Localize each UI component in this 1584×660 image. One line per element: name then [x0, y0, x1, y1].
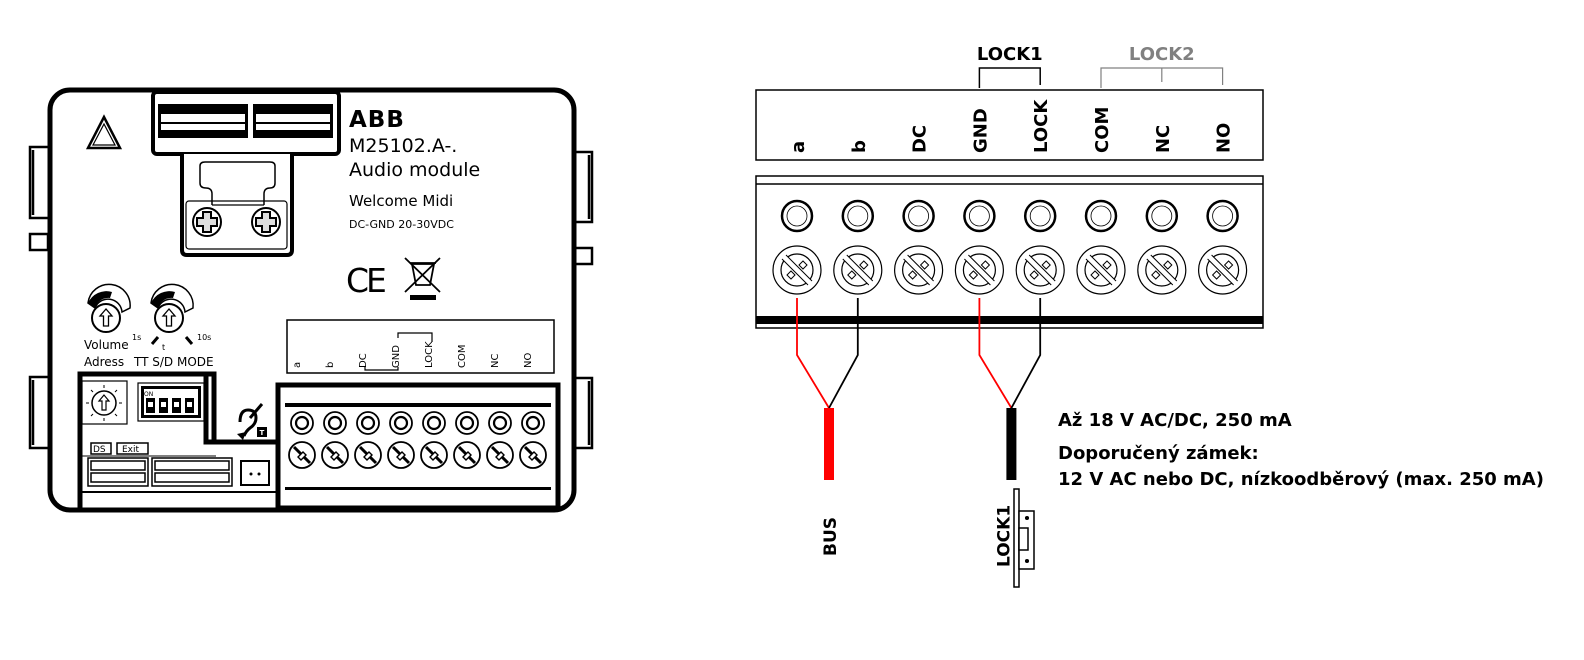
wiring-terminal[interactable]	[1015, 199, 1065, 295]
module-terminal-label: COM	[457, 345, 468, 368]
wiring-terminal-label: NC	[1153, 125, 1174, 153]
wiring-terminal-label: a	[788, 141, 809, 153]
door-lock-icon	[1013, 488, 1035, 588]
side-clips-left	[28, 145, 50, 450]
wiring-terminal-label: COM	[1092, 107, 1113, 153]
wiring-detail: LOCK1 LOCK2 a b DC GND LOCK COM NC NO BUS LOCK1	[755, 44, 1264, 588]
terminal-label-strip	[286, 319, 555, 374]
wiring-terminal-label: LOCK	[1031, 99, 1052, 153]
wiring-terminal-label: b	[849, 140, 870, 153]
wiring-terminal[interactable]	[893, 199, 944, 295]
warning-triangle-icon	[85, 114, 123, 150]
module-terminal[interactable]	[486, 411, 514, 469]
module-terminal[interactable]	[321, 411, 349, 469]
timer-knob[interactable]	[150, 283, 194, 345]
wiring-terminal[interactable]	[772, 199, 822, 295]
terminal-group-lock1: LOCK1	[977, 44, 1043, 88]
cable-lock1: LOCK1	[978, 298, 1042, 567]
side-clips-right	[572, 150, 594, 450]
volume-knob[interactable]	[87, 283, 131, 333]
dip-on-label: ON	[144, 391, 153, 398]
weee-bin-icon	[404, 257, 441, 300]
wiring-terminal-label: GND	[970, 108, 991, 153]
tt-mode-label: TT S/D MODE	[133, 355, 214, 369]
module-terminal-label: a	[292, 362, 303, 368]
wiring-terminal[interactable]	[1076, 199, 1126, 295]
module-terminal-label: NC	[490, 354, 501, 368]
gnd-lock-bridge	[397, 332, 433, 342]
group-label: LOCK2	[1129, 44, 1195, 65]
recommended-lock-heading: Doporučený zámek:	[1058, 443, 1259, 464]
module-terminal[interactable]	[519, 411, 547, 469]
module-terminal[interactable]	[453, 411, 481, 469]
address-label: Adress	[84, 355, 124, 369]
audio-module: ABB M25102.A-. Audio module Welcome Midi…	[28, 87, 594, 513]
screw-icon	[251, 207, 281, 237]
module-terminal-label: NO	[523, 353, 534, 368]
address-rotary-switch[interactable]	[81, 380, 128, 425]
wiring-terminal[interactable]	[833, 199, 883, 295]
ce-mark: CE	[346, 261, 385, 300]
cable-sheath	[1006, 408, 1017, 480]
recommended-lock-spec: 12 V AC nebo DC, nízkoodběrový (max. 250…	[1058, 469, 1544, 490]
module-terminal[interactable]	[387, 411, 415, 469]
module-terminal[interactable]	[354, 411, 382, 469]
series-name: Welcome Midi	[349, 192, 453, 210]
model-number: M25102.A-.	[349, 135, 457, 157]
dc-gnd-bridge	[364, 367, 399, 371]
supply-voltage: DC-GND 20-30VDC	[349, 218, 454, 231]
module-terminal[interactable]	[420, 411, 448, 469]
dip-switch-block[interactable]: ON	[137, 382, 205, 422]
aux-connector[interactable]	[151, 457, 233, 487]
timer-min-label: 1s	[132, 333, 141, 342]
terminal-group-lock2: LOCK2	[1100, 44, 1224, 88]
cable-sheath	[824, 408, 834, 480]
timer-max-label: 10s	[197, 333, 211, 342]
module-name: Audio module	[349, 159, 480, 181]
module-terminal[interactable]	[288, 411, 316, 469]
wire	[978, 298, 1013, 409]
ds-label: DS	[93, 445, 106, 455]
cable-bus: BUS	[796, 298, 859, 556]
timer-label: t	[162, 343, 165, 352]
wiring-terminal[interactable]	[1197, 199, 1248, 295]
two-pin-connector[interactable]	[240, 460, 270, 486]
volume-label: Volume	[84, 338, 129, 352]
wire	[1010, 298, 1042, 409]
cable-label: LOCK1	[994, 505, 1014, 567]
jumper-bracket	[180, 154, 294, 257]
exit-label: Exit	[122, 445, 140, 455]
wiring-terminal[interactable]	[954, 199, 1005, 295]
lock-rating-note: Až 18 V AC/DC, 250 mA	[1058, 410, 1292, 431]
wire	[828, 298, 859, 409]
wiring-terminal-label: NO	[1214, 123, 1235, 153]
wiring-terminal-block	[755, 175, 1264, 329]
ds-exit-connector[interactable]	[87, 457, 149, 487]
control-panel-outline	[77, 371, 278, 508]
group-label: LOCK1	[977, 44, 1043, 65]
hearing-loop-icon: T	[237, 403, 267, 440]
module-terminal-label: b	[325, 362, 336, 368]
module-terminal-label: DC	[358, 353, 369, 368]
wiring-terminal[interactable]	[1137, 199, 1187, 295]
wiring-terminal-label: DC	[910, 125, 931, 153]
bus-connector-top	[151, 90, 341, 156]
module-terminal-label: GND	[391, 345, 402, 368]
module-terminal-label: LOCK	[424, 341, 435, 368]
brand-logo: ABB	[349, 107, 405, 133]
cable-label: BUS	[821, 517, 841, 556]
wiring-label-strip	[755, 89, 1264, 161]
hearing-loop-badge: T	[260, 429, 265, 437]
wire	[796, 298, 830, 409]
screw-icon	[192, 207, 222, 237]
